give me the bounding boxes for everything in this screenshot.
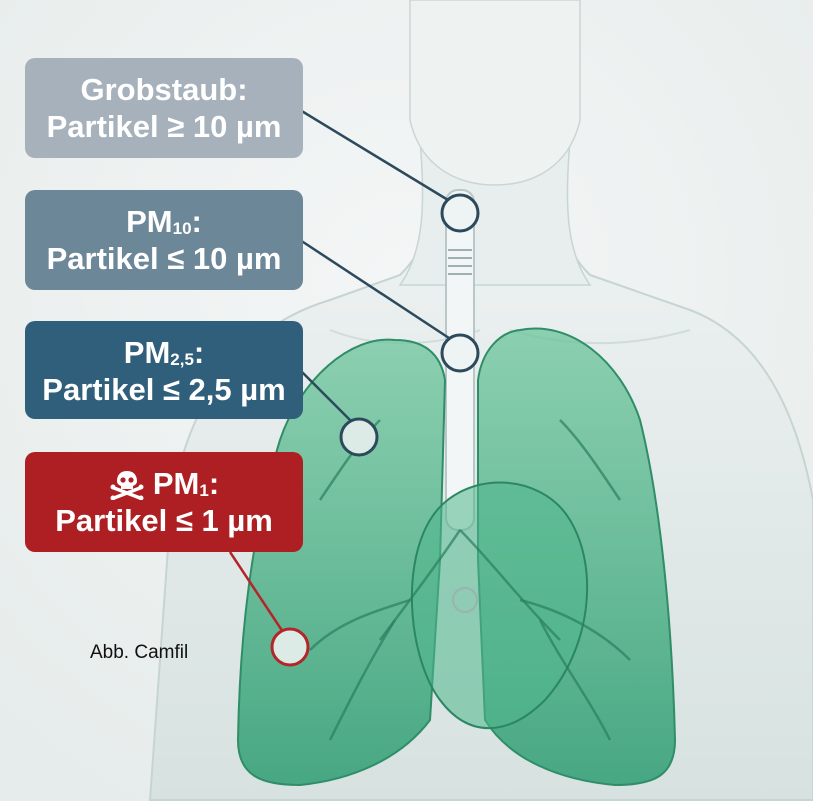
- label-coarse-dust-title: Grobstaub:: [25, 72, 303, 109]
- pm10-prefix: PM: [126, 204, 173, 239]
- skull-crossbones-icon: [109, 470, 145, 500]
- pm25-suffix: :: [194, 335, 204, 370]
- marker-coarse-dust: [442, 195, 478, 231]
- label-pm1-title: PM1:: [25, 466, 303, 503]
- label-coarse-dust-size: Partikel ≥ 10 µm: [25, 109, 303, 146]
- image-credit: Abb. Camfil: [90, 642, 188, 664]
- marker-pm25: [341, 419, 377, 455]
- label-pm10-size: Partikel ≤ 10 µm: [25, 241, 303, 278]
- label-pm1: PM1: Partikel ≤ 1 µm: [25, 452, 303, 552]
- marker-pm10: [442, 335, 478, 371]
- pm1-subscript: 1: [199, 481, 208, 500]
- label-pm10-title: PM10:: [25, 204, 303, 241]
- pm25-prefix: PM: [124, 335, 171, 370]
- label-pm25-size: Partikel ≤ 2,5 µm: [25, 372, 303, 409]
- label-pm1-size: Partikel ≤ 1 µm: [25, 503, 303, 540]
- label-pm25: PM2,5: Partikel ≤ 2,5 µm: [25, 321, 303, 419]
- pm10-subscript: 10: [173, 219, 192, 238]
- pm10-suffix: :: [192, 204, 202, 239]
- label-coarse-dust: Grobstaub: Partikel ≥ 10 µm: [25, 58, 303, 158]
- pm1-suffix: :: [209, 466, 219, 501]
- marker-pm1: [272, 629, 308, 665]
- pm25-subscript: 2,5: [170, 350, 194, 369]
- head-silhouette: [410, 0, 580, 185]
- pm1-prefix: PM: [153, 466, 200, 501]
- label-pm25-title: PM2,5:: [25, 335, 303, 372]
- label-pm10: PM10: Partikel ≤ 10 µm: [25, 190, 303, 290]
